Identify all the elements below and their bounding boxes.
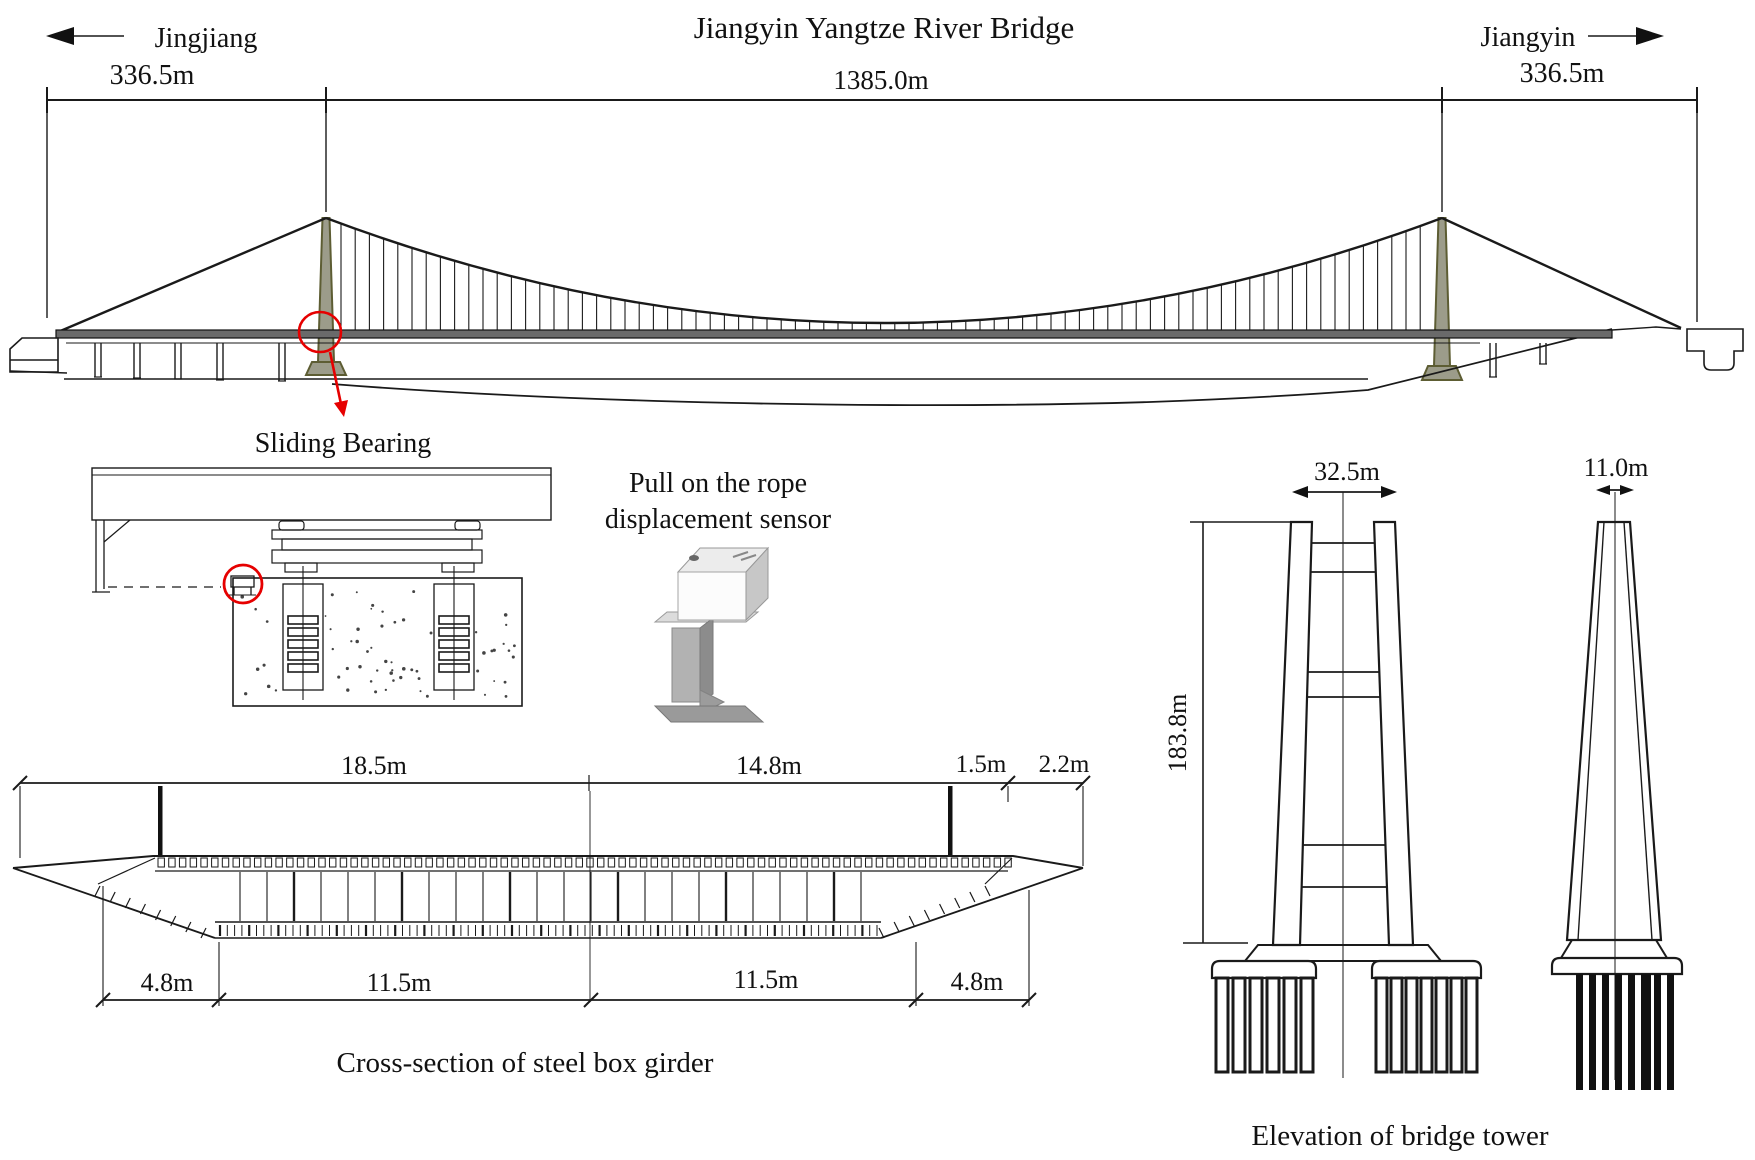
girder-cross-section: 18.5m 14.8m 1.5m 2.2m <box>12 751 1091 1079</box>
tower-caption: Elevation of bridge tower <box>1251 1120 1548 1152</box>
side-tower <box>1550 492 1684 1080</box>
cross-section-bottom-dims: 4.8m 11.5m 11.5m 4.8m <box>95 886 1037 1008</box>
girder-outline <box>12 791 1084 1000</box>
side-width-arrow <box>1596 485 1634 495</box>
right-main-tower <box>1420 217 1464 381</box>
sliding-bearing-detail: Sliding Bearing <box>91 428 552 707</box>
right-direction-label: Jiangyin <box>1481 22 1576 53</box>
front-tower <box>1210 492 1483 1078</box>
bearing-callout-marker <box>297 310 348 417</box>
sliding-bearing-label: Sliding Bearing <box>255 428 432 459</box>
girder-support-leg <box>92 519 131 593</box>
displacement-sensor: Pull on the rope displacement sensor <box>605 468 832 723</box>
right-arrow-icon <box>1588 27 1664 45</box>
dim-18-5: 18.5m <box>341 751 407 780</box>
dim-11-5-left: 11.5m <box>367 968 432 997</box>
concrete-pier-cap <box>232 577 523 707</box>
front-width-arrow <box>1292 486 1397 498</box>
right-anchor-block <box>1686 328 1744 371</box>
sensor-label-line1: Pull on the rope <box>629 468 807 499</box>
ground-lines <box>9 328 1613 406</box>
dim-1-5: 1.5m <box>956 751 1007 778</box>
dim-4-8-right: 4.8m <box>951 967 1004 996</box>
bottom-slab-stiffeners <box>218 925 878 936</box>
bearing-assembly <box>271 520 483 573</box>
figure-title: Jiangyin Yangtze River Bridge <box>694 10 1075 45</box>
left-arrow-icon <box>46 27 124 45</box>
bearing-shoe-marker <box>222 563 264 605</box>
foundation-piles <box>1214 974 1674 1090</box>
girder-box <box>91 467 552 521</box>
left-abutment <box>9 337 59 373</box>
main-span-dim: 1385.0m <box>833 65 928 95</box>
dim-11-5-right: 11.5m <box>734 965 799 994</box>
anchor-bolt-assemblies <box>282 566 475 700</box>
sensor-label-line2: displacement sensor <box>605 504 832 535</box>
top-slab-stiffeners <box>157 857 1012 868</box>
interior-webs <box>239 872 862 921</box>
dim-14-8: 14.8m <box>736 751 802 780</box>
sensor-drawing <box>653 546 770 723</box>
height-dimension: 183.8m <box>1163 521 1291 944</box>
overall-dimension-line <box>46 87 1698 322</box>
tower-cross-beams <box>1301 542 1387 888</box>
left-direction-label: Jingjiang <box>155 23 258 54</box>
front-width-dim: 32.5m <box>1314 457 1380 486</box>
dim-2-2: 2.2m <box>1039 751 1090 778</box>
left-span-dim: 336.5m <box>110 60 195 91</box>
side-width-dim: 11.0m <box>1584 453 1649 482</box>
bridge-elevation-drawing <box>9 216 1744 417</box>
cross-section-top-dims: 18.5m 14.8m 1.5m 2.2m <box>12 751 1091 866</box>
concrete-texture <box>240 590 516 698</box>
approach-piers <box>94 343 1547 382</box>
hanger-cables <box>340 223 1421 331</box>
header-labels: Jiangyin Yangtze River Bridge 1385.0m Ji… <box>46 10 1664 95</box>
cross-section-caption: Cross-section of steel box girder <box>337 1047 714 1079</box>
dim-4-8-left: 4.8m <box>141 968 194 997</box>
right-span-dim: 336.5m <box>1520 58 1605 89</box>
tower-elevation: 32.5m 11.0m 183.8m <box>1163 453 1684 1152</box>
suspension-cables <box>57 216 1682 334</box>
inclined-web-hatching <box>94 885 991 939</box>
height-dim-label: 183.8m <box>1163 694 1192 773</box>
